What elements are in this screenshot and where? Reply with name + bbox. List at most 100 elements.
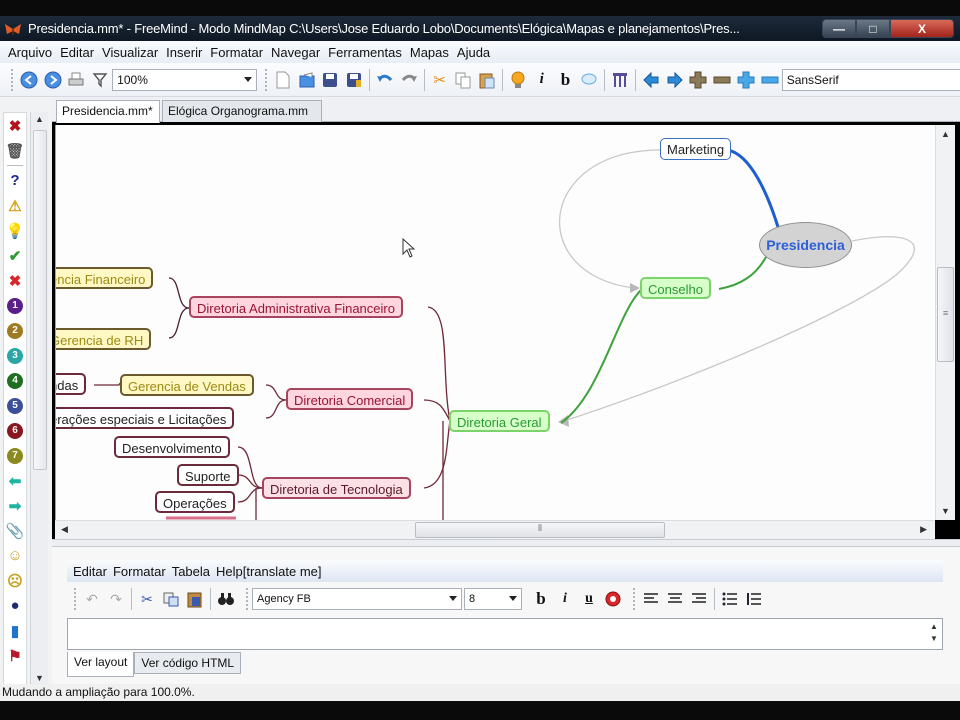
italic-icon[interactable]: i (539, 71, 544, 87)
zoom-in-icon[interactable] (688, 69, 710, 91)
mindmap-canvas[interactable]: Marketing Presidencia Conselho Diretoria… (55, 125, 935, 520)
idea-icon[interactable] (507, 69, 529, 91)
scrollbar-thumb[interactable]: ≡ (937, 267, 954, 362)
undo-icon[interactable]: ↶ (86, 590, 98, 607)
priority-2-icon[interactable]: 2 (4, 318, 26, 343)
redo-icon[interactable]: ↷ (110, 590, 122, 607)
icon-palette-scrollbar[interactable]: ▲ ▼ (30, 112, 48, 687)
toolbar-grip[interactable] (633, 588, 636, 610)
priority-5-icon[interactable]: 5 (4, 393, 26, 418)
save-icon[interactable] (319, 69, 341, 91)
close-button[interactable]: X (890, 19, 954, 38)
menu-visualizar[interactable]: Visualizar (102, 44, 159, 60)
paste-icon[interactable] (184, 588, 206, 610)
find-binoculars-icon[interactable] (215, 588, 237, 610)
priority-1-icon[interactable]: 1 (4, 293, 26, 318)
save-as-icon[interactable] (343, 69, 365, 91)
scrollbar-thumb[interactable]: ⦀ (415, 522, 665, 538)
paste-icon[interactable] (476, 69, 498, 91)
question-icon[interactable]: ? (10, 172, 20, 189)
font-family-select[interactable]: SansSerif (781, 68, 960, 91)
notes-font-select[interactable]: Agency FB (252, 588, 462, 610)
notes-menu-formatar[interactable]: Formatar (112, 563, 166, 579)
menu-inserir[interactable]: Inserir (166, 44, 203, 60)
cloud-icon[interactable] (578, 69, 600, 91)
node-marketing[interactable]: Marketing (660, 138, 732, 160)
print-icon[interactable] (66, 69, 88, 91)
canvas-vertical-scrollbar[interactable]: ▲ ≡ ▼ (935, 125, 955, 520)
menu-ferramentas[interactable]: Ferramentas (328, 44, 402, 60)
copy-icon[interactable] (452, 69, 474, 91)
smiley-sad-icon[interactable]: ☹ (7, 572, 23, 590)
menu-navegar[interactable]: Navegar (271, 44, 321, 60)
menu-mapas[interactable]: Mapas (409, 44, 449, 60)
check-icon[interactable]: ✔ (8, 247, 22, 265)
node-desenvolvimento[interactable]: Desenvolvimento (114, 436, 230, 458)
tab-presidencia[interactable]: Presidencia.mm* (56, 100, 160, 123)
flag-icon[interactable]: ⚑ (8, 647, 22, 665)
increase-font-icon[interactable] (735, 69, 757, 91)
node-diretoria-geral[interactable]: Diretoria Geral (449, 410, 550, 432)
decrease-font-icon[interactable] (759, 69, 781, 91)
node-operacoes[interactable]: Operações (155, 491, 235, 513)
warning-icon[interactable]: ⚠ (8, 197, 22, 215)
notes-text-area[interactable]: ▲▼ (67, 618, 943, 650)
trash-icon[interactable]: 🗑 (5, 142, 25, 160)
node-suporte[interactable]: Suporte (177, 464, 239, 486)
menu-editar[interactable]: Editar (60, 44, 95, 60)
scroll-right-arrow-icon[interactable]: ▶ (920, 524, 927, 534)
canvas-horizontal-scrollbar[interactable]: ◀ ⦀ ▶ (55, 520, 935, 539)
notes-splitter[interactable] (52, 539, 960, 547)
paperclip-icon[interactable]: 📎 (5, 522, 25, 540)
align-left-icon[interactable] (640, 588, 662, 610)
bomb-icon[interactable]: ● (10, 597, 20, 614)
node-diretoria-comercial[interactable]: Diretoria Comercial (286, 388, 414, 410)
bold-icon[interactable]: b (560, 69, 571, 89)
menu-ajuda[interactable]: Ajuda (456, 44, 491, 60)
node-diretoria-tecnologia[interactable]: Diretoria de Tecnologia (262, 477, 411, 499)
align-center-icon[interactable] (664, 588, 686, 610)
node-gerencia-rh[interactable]: Gerencia de RH (56, 328, 152, 350)
structure-icon[interactable] (609, 69, 631, 91)
arrow-left-icon[interactable]: ⬅ (8, 472, 22, 490)
toolbar-grip[interactable] (246, 588, 249, 610)
menu-formatar[interactable]: Formatar (210, 44, 264, 60)
lightbulb-icon[interactable]: 💡 (5, 222, 25, 240)
align-right-icon[interactable] (688, 588, 710, 610)
toolbar-grip[interactable] (264, 68, 268, 91)
zoom-select[interactable]: 100% (112, 68, 257, 91)
scroll-left-arrow-icon[interactable]: ◀ (61, 524, 68, 534)
filter-icon[interactable] (89, 69, 111, 91)
notes-menu-help[interactable]: Help[translate me] (216, 563, 322, 579)
smiley-happy-icon[interactable]: ☺ (7, 547, 23, 564)
toolbar-grip[interactable] (11, 68, 14, 91)
node-operacoes-especiais[interactable]: erações especiais e Licitações (56, 407, 235, 429)
node-conselho[interactable]: Conselho (640, 277, 711, 299)
notes-menu-tabela[interactable]: Tabela (171, 563, 211, 579)
maximize-button[interactable]: □ (856, 19, 890, 38)
underline-icon[interactable]: u (585, 591, 593, 606)
book-icon[interactable]: ▮ (10, 622, 20, 640)
cross-icon[interactable]: ✖ (8, 272, 22, 290)
node-root-presidencia[interactable]: Presidencia (759, 222, 852, 268)
tab-ver-codigo-html[interactable]: Ver código HTML (134, 652, 242, 674)
node-diretoria-administrativa-financeiro[interactable]: Diretoria Administrativa Financeiro (189, 296, 403, 318)
tab-ver-layout[interactable]: Ver layout (67, 652, 135, 677)
notes-scroll-spinner[interactable]: ▲▼ (930, 622, 938, 643)
cut-icon[interactable]: ✂ (141, 590, 153, 607)
priority-4-icon[interactable]: 4 (4, 368, 26, 393)
minimize-button[interactable]: — (822, 19, 856, 38)
notes-size-select[interactable]: 8 (464, 588, 522, 610)
arrow-right-icon[interactable]: ➡ (8, 497, 22, 515)
bold-icon[interactable]: b (536, 589, 546, 608)
priority-7-icon[interactable]: 7 (4, 443, 26, 468)
new-icon[interactable] (272, 69, 294, 91)
scrollbar-thumb[interactable] (33, 130, 47, 470)
priority-3-icon[interactable]: 3 (4, 343, 26, 368)
undo-icon[interactable] (374, 69, 396, 91)
scroll-up-arrow-icon[interactable]: ▲ (941, 129, 950, 139)
font-color-icon[interactable] (602, 588, 624, 610)
copy-icon[interactable] (160, 588, 182, 610)
node-vendas[interactable]: ndas (56, 373, 87, 395)
node-gerencia-vendas[interactable]: Gerencia de Vendas (120, 374, 254, 396)
